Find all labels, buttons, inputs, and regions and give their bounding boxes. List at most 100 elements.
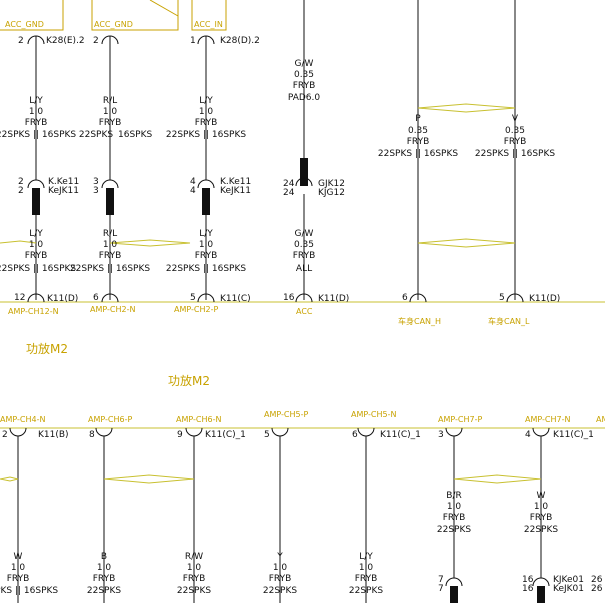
pin-num: 24 <box>283 188 295 198</box>
connector-code: K11(B) <box>38 430 69 440</box>
wire-spk: 22SPKS <box>79 130 113 140</box>
pin-num: 12 <box>14 293 25 303</box>
connector-box-acc-in: ACC_IN <box>191 0 227 31</box>
wire-spec-bot-low-c4: Y 1.0 FRYB 22SPKS <box>263 552 297 596</box>
wire-spec-c6: V 0.35 FRYB 22SPKS || 16SPKS <box>475 114 555 159</box>
wire-size: 0.35 <box>294 70 314 80</box>
bottom-net-labels: AMP-CH4-N AMP-CH6-P AMP-CH6-N AMP-CH5-P … <box>0 410 605 424</box>
label-acc-gnd-2: ACC_GND <box>94 20 133 29</box>
wire-size: 1.0 <box>199 240 214 250</box>
splice-body <box>300 158 308 186</box>
wire-spec-low-c3: L/Y 1.0 FRYB 22SPKS || 16SPKS <box>166 229 246 274</box>
pin-num: 7 <box>438 575 444 585</box>
label-acc-in: ACC_IN <box>194 20 223 29</box>
wire-type: FRYB <box>25 118 48 128</box>
wire-spk: 22SPKS <box>437 525 471 535</box>
pin-num: 26 <box>591 584 603 594</box>
net-label: AMP-CH5-N <box>351 410 396 419</box>
pin-num: 5 <box>264 430 270 440</box>
wire-size: 1.0 <box>97 563 112 573</box>
wire-type: FRYB <box>530 513 553 523</box>
wire-color: L/Y <box>199 96 213 106</box>
wire-type: FRYB <box>504 137 527 147</box>
twist-mark <box>0 240 37 244</box>
pin-num: 2 <box>2 430 8 440</box>
wire-size: 1.0 <box>29 107 44 117</box>
wire-color: Y <box>276 552 283 562</box>
connector-code: K28(E).2 <box>46 36 85 46</box>
splice-name: K.Ke11 <box>220 177 251 187</box>
wire-type: FRYB <box>195 251 218 261</box>
wire-size: 0.35 <box>408 126 428 136</box>
wire-spec-bot-low-c1: W 1.0 FRYB 22SPKS || 16SPKS <box>0 552 58 596</box>
wire-color: G/W <box>295 229 314 239</box>
splice-name: KeJK01 <box>553 584 584 594</box>
wire-size: 1.0 <box>29 240 44 250</box>
splice-name: K.Ke11 <box>48 177 79 187</box>
pin-num: 6 <box>402 293 408 303</box>
twist-mark <box>417 103 516 113</box>
wire-color: P <box>415 114 421 124</box>
connector-box-acc-gnd-1: ACC_GND <box>0 0 64 31</box>
connector-code: K11(C)_1 <box>553 430 594 440</box>
wire-spk: 22SPKS <box>263 586 297 596</box>
wire-color: R/L <box>103 96 117 106</box>
net-label: AMP-CH6-P <box>88 415 132 424</box>
wire-spec-low-c1: L/Y 1.0 FRYB 22SPKS || 16SPKS <box>0 229 76 274</box>
wire-spec-bot-c7: W 1.0 FRYB 22SPKS <box>524 491 558 535</box>
pin-num: 16 <box>522 575 534 585</box>
wire-type: FRYB <box>293 81 316 91</box>
twist-mark <box>109 239 191 247</box>
net-label: ACC <box>296 307 313 316</box>
pin-num: 8 <box>89 430 95 440</box>
splice-1: 2 2 K.Ke11 KeJK11 <box>18 177 79 215</box>
wire-extra: ALL <box>296 264 312 274</box>
pin-num: 7 <box>438 584 444 594</box>
splice-2: 3 3 <box>93 177 119 215</box>
twist-mark <box>417 238 516 248</box>
pin-num: 1 <box>190 36 196 46</box>
wire-color: L/Y <box>29 96 43 106</box>
wire-type: FRYB <box>93 574 116 584</box>
splice-body <box>106 188 114 215</box>
splice-name: KeJK11 <box>48 186 79 196</box>
pin-num: 6 <box>93 293 99 303</box>
splice-4: 24 24 GJK12 KJG12 <box>283 158 345 198</box>
net-label: AMP-CH6-N <box>176 415 221 424</box>
wire-color: B <box>101 552 107 562</box>
connector-code: K11(C) <box>220 294 251 304</box>
pin-num: 4 <box>525 430 531 440</box>
wire-color: R/L <box>103 229 117 239</box>
wire-color: V <box>512 114 519 124</box>
pin-num: 24 <box>283 179 295 189</box>
splice-body <box>32 188 40 215</box>
pin-num: 4 <box>190 186 196 196</box>
twist-mark <box>453 474 542 484</box>
pin-num: 3 <box>93 186 99 196</box>
splice-body <box>450 586 458 603</box>
wire-spec-bot-c6: B/R 1.0 FRYB 22SPKS <box>437 491 471 535</box>
wire-type: FRYB <box>183 574 206 584</box>
section-title: 功放M2 <box>26 341 68 356</box>
wire-spec-c5: P 0.35 FRYB 22SPKS || 16SPKS <box>378 114 458 159</box>
splice-6: 7 7 <box>438 575 463 603</box>
wire-size: 1.0 <box>534 502 549 512</box>
connector-code: K11(D) <box>529 294 560 304</box>
pin-num: 5 <box>499 293 505 303</box>
wire-type: FRYB <box>355 574 378 584</box>
wire-spk: 22SPKS || 16SPKS <box>166 130 246 140</box>
pin-num: 2 <box>93 36 99 46</box>
connector-code: K11(D) <box>318 294 349 304</box>
splice-body <box>537 586 545 603</box>
wire-size: 1.0 <box>103 107 118 117</box>
wire-type: FRYB <box>443 513 466 523</box>
wire-spk-prefix: 16SPKS <box>118 130 152 140</box>
label-acc-gnd-1: ACC_GND <box>5 20 44 29</box>
wire-type: FRYB <box>195 118 218 128</box>
connector-code: K11(C)_1 <box>205 430 246 440</box>
wire-spk: 22SPKS <box>524 525 558 535</box>
wire-spk: 22SPKS <box>87 586 121 596</box>
wire-color: G/W <box>295 59 314 69</box>
